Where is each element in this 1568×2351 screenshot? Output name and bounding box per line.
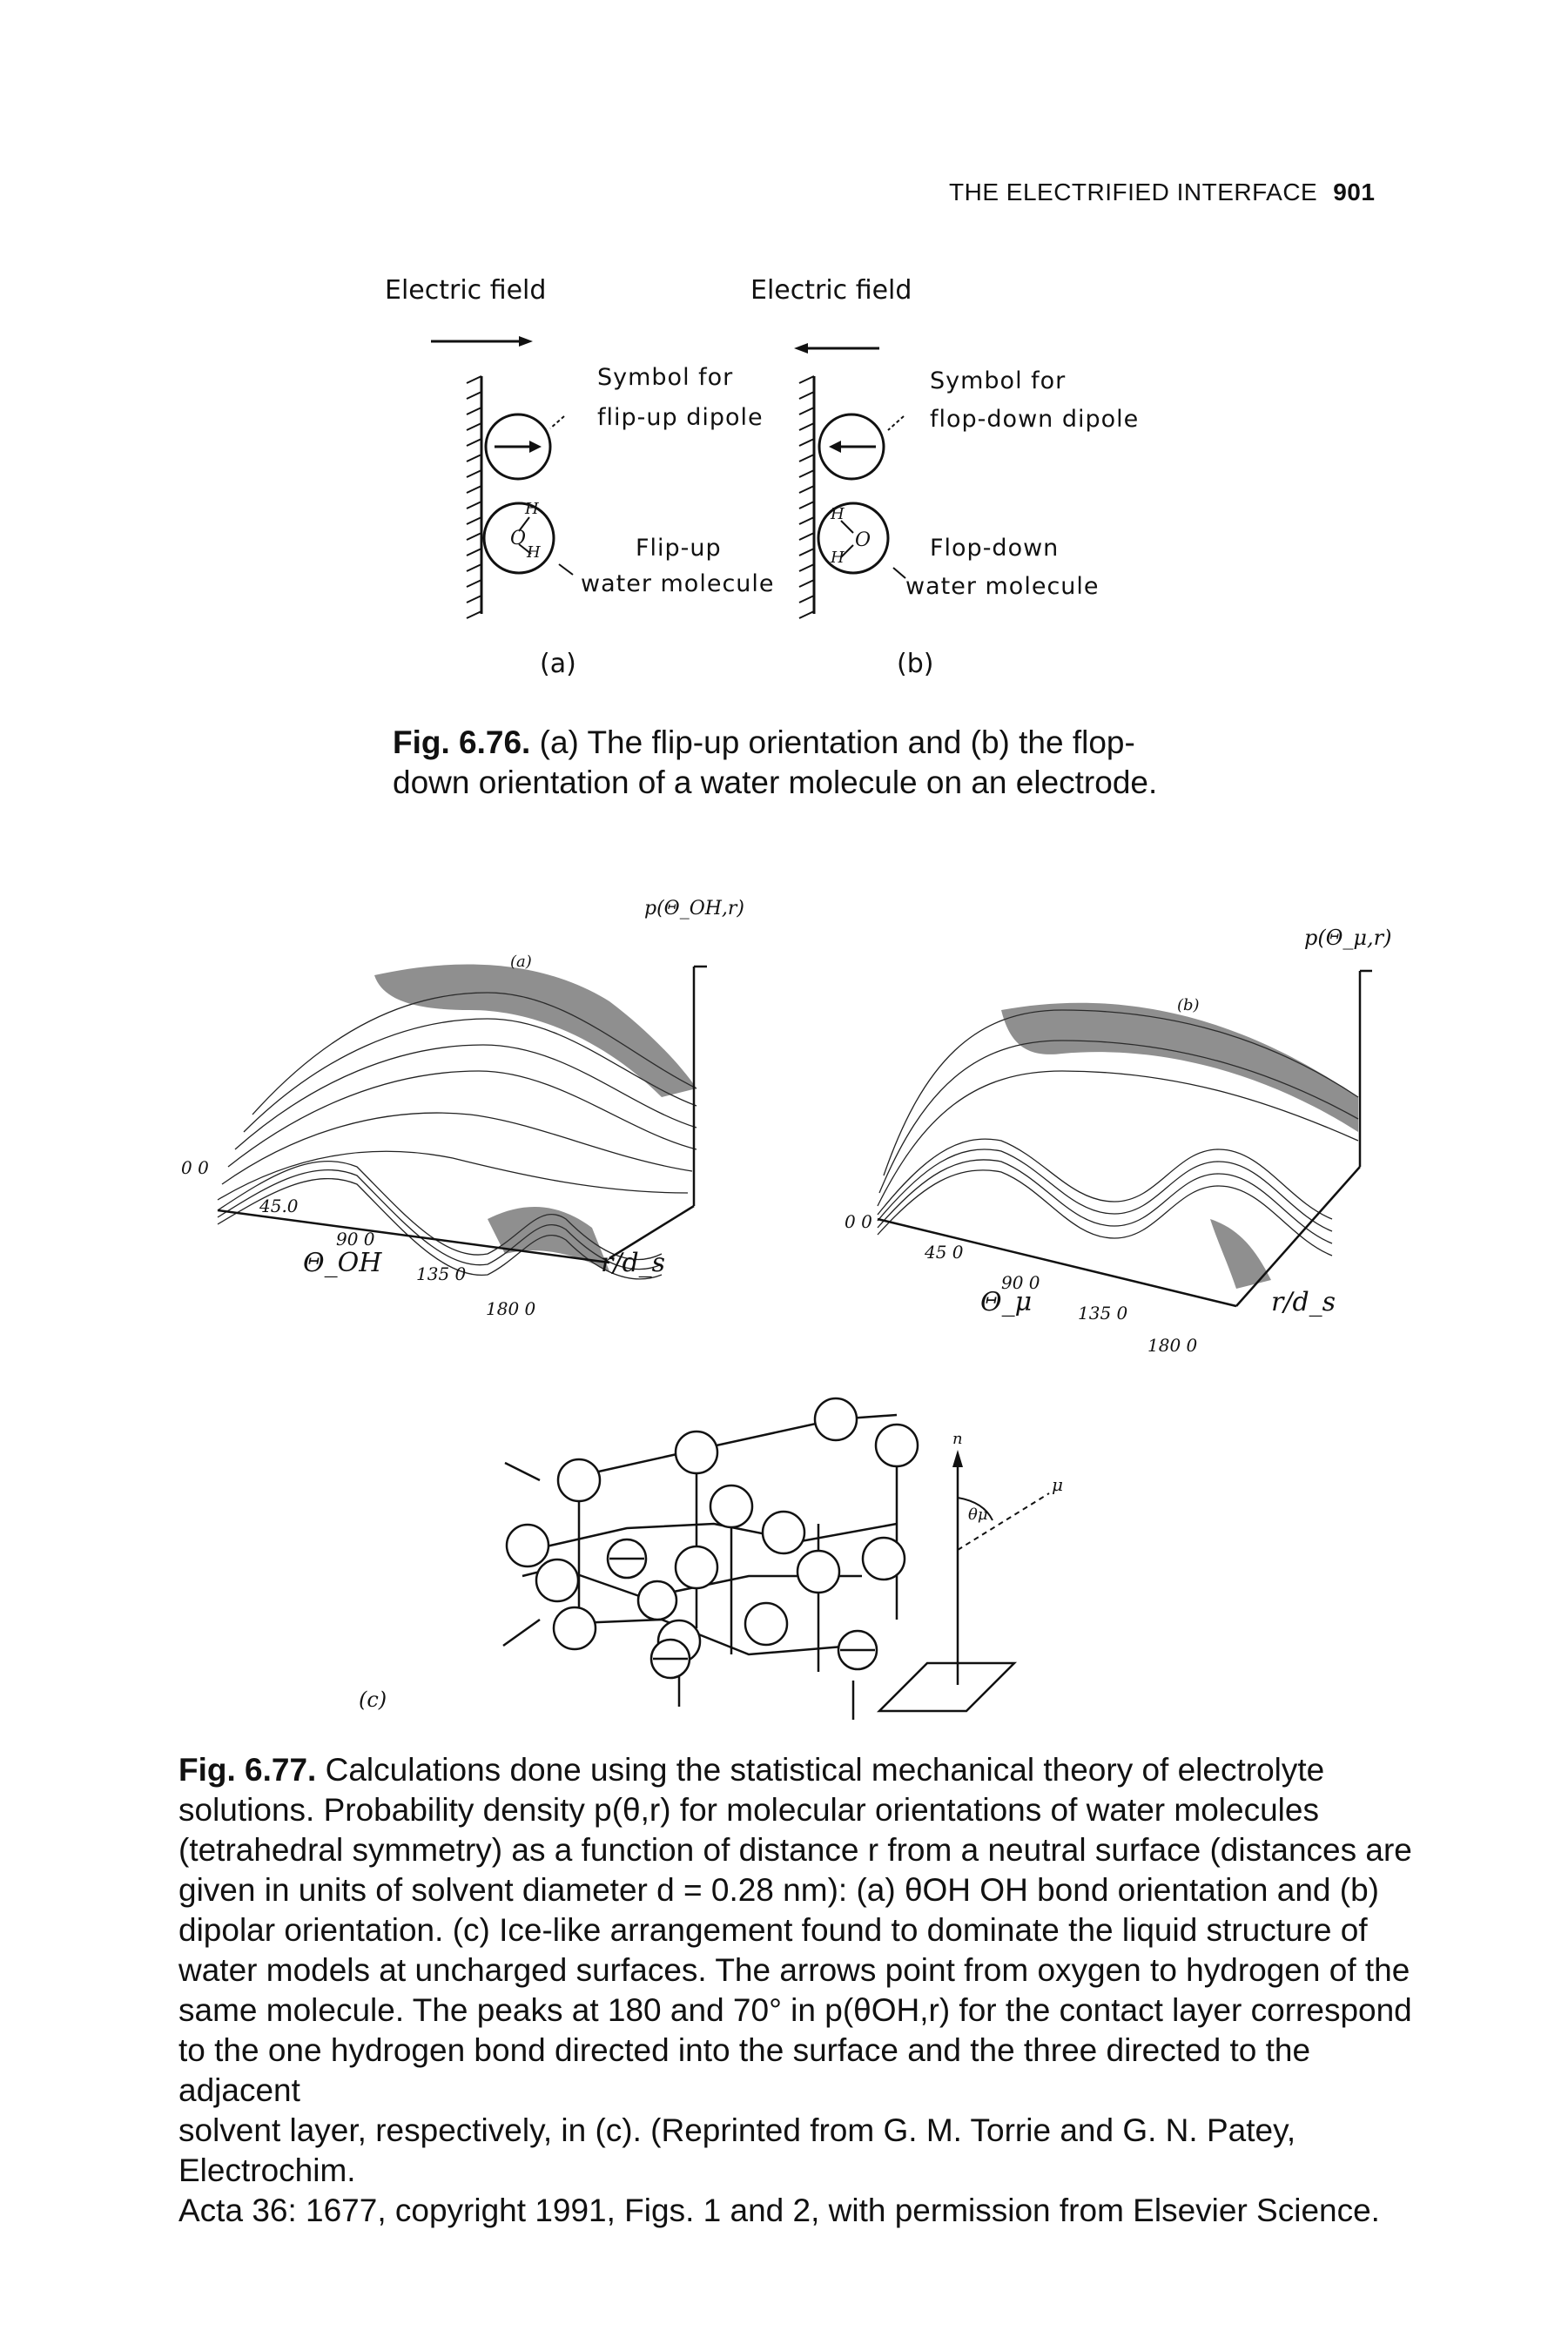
flip-up-symbol-label-2: flip-up dipole xyxy=(597,404,764,431)
caption-line: Acta 36: 1677, copyright 1991, Figs. 1 a… xyxy=(178,2193,1380,2228)
caption-line: (tetrahedral symmetry) as a function of … xyxy=(178,1832,1412,1868)
flip-up-symbol-label-1: Symbol for xyxy=(597,364,734,391)
theta-tick-a: 180 0 xyxy=(486,1298,536,1319)
svg-text:H: H xyxy=(830,505,845,523)
theta-ticks-a: 0 0 45.0 90 0 135 0 180 0 xyxy=(181,1157,536,1319)
caption-line: solvent layer, respectively, in (c). (Re… xyxy=(178,2112,1296,2188)
flip-up-dipole-icon xyxy=(484,413,552,481)
panel-label-a: (a) xyxy=(510,953,532,971)
fig-6-77-plot-a: 0 0 45.0 90 0 135 0 180 0 p(Θ_OH,r) (a) … xyxy=(181,898,744,1319)
electric-field-label-b: Electric field xyxy=(750,275,912,306)
caption-line: solutions. Probability density p(θ,r) fo… xyxy=(178,1792,1319,1828)
electrode-wall-b xyxy=(798,375,816,619)
panel-label-a: (a) xyxy=(540,649,576,679)
theta-axis-label-a: Θ_OH xyxy=(303,1248,382,1278)
r-axis-label-a: r/d_s xyxy=(601,1248,665,1278)
caption-line: Calculations done using the statistical … xyxy=(325,1752,1325,1788)
caption-line: given in units of solvent diameter d = 0… xyxy=(178,1872,1379,1908)
fig-6-77-lattice-c: n μ θμ (c) xyxy=(359,1397,1063,1720)
hydrogen-marked-atoms xyxy=(606,1538,878,1680)
caption-line: same molecule. The peaks at 180 and 70° … xyxy=(178,1992,1412,2028)
axes-b xyxy=(877,969,1372,1308)
caption-line: dipolar orientation. (c) Ice-like arrang… xyxy=(178,1912,1368,1948)
pointer-arrow-icon xyxy=(549,415,565,429)
fig-6-77-plot-b: 0 0 45 0 90 0 135 0 180 0 p(Θ_μ,r) (b) Θ… xyxy=(845,926,1391,1356)
caption-label: Fig. 6.77. xyxy=(178,1752,317,1788)
theta-tick-b: 180 0 xyxy=(1147,1335,1198,1356)
svg-text:n: n xyxy=(952,1430,963,1448)
theta-axis-label-b: Θ_μ xyxy=(980,1287,1032,1317)
field-arrow-left-icon xyxy=(794,343,879,354)
fig-6-76-caption: Fig. 6.76. (a) The flip-up orientation a… xyxy=(393,723,1263,803)
header-title: THE ELECTRIFIED INTERFACE xyxy=(949,179,1318,205)
flop-down-molecule-label-1: Flop-down xyxy=(930,535,1060,562)
flip-up-molecule-label-1: Flip-up xyxy=(636,535,722,562)
z-axis-label-a: p(Θ_OH,r) xyxy=(644,898,744,920)
pointer-line xyxy=(558,563,574,576)
svg-text:H: H xyxy=(830,549,845,567)
fig-6-76-drawing: O H H O H H xyxy=(431,336,906,619)
surface-fill-a xyxy=(374,964,697,1271)
svg-text:H: H xyxy=(524,500,539,518)
flip-up-molecule-label-2: water molecule xyxy=(581,570,775,597)
theta-ticks-b: 0 0 45 0 90 0 135 0 180 0 xyxy=(845,1211,1198,1356)
flop-down-dipole-icon xyxy=(818,413,885,481)
page-number: 901 xyxy=(1333,179,1376,205)
theta-tick-a: 90 0 xyxy=(336,1229,375,1250)
z-axis-label-b: p(Θ_μ,r) xyxy=(1304,926,1391,950)
caption-line: water models at uncharged surfaces. The … xyxy=(178,1952,1410,1988)
flop-down-molecule-label-2: water molecule xyxy=(905,573,1100,600)
theta-tick-a: 0 0 xyxy=(181,1157,209,1178)
caption-text-2: down orientation of a water molecule on … xyxy=(393,765,1158,800)
r-axis-label-b: r/d_s xyxy=(1271,1287,1336,1317)
theta-tick-a: 45.0 xyxy=(259,1196,299,1216)
svg-text:O: O xyxy=(855,529,871,551)
surface-normal-vector-icon: n μ θμ xyxy=(876,1430,1063,1713)
panel-label-c: (c) xyxy=(359,1687,387,1712)
panel-label-b: (b) xyxy=(897,649,934,679)
theta-tick-b: 90 0 xyxy=(1001,1272,1040,1293)
pointer-line xyxy=(892,567,906,579)
axes-a xyxy=(217,965,707,1264)
surface-fill-b xyxy=(1001,1002,1358,1289)
theta-tick-b: 135 0 xyxy=(1078,1303,1128,1324)
electric-field-label-a: Electric field xyxy=(385,275,547,306)
svg-text:H: H xyxy=(526,543,541,562)
svg-text:θμ: θμ xyxy=(968,1506,988,1524)
caption-line: to the one hydrogen bond directed into t… xyxy=(178,2032,1311,2108)
field-arrow-right-icon xyxy=(431,336,533,347)
flop-down-symbol-label-2: flop-down dipole xyxy=(930,406,1140,433)
electrode-wall-a xyxy=(466,375,483,619)
theta-tick-b: 45 0 xyxy=(924,1242,964,1263)
flip-up-water-molecule-icon: O H H xyxy=(482,500,555,575)
caption-text-1: (a) The flip-up orientation and (b) the … xyxy=(539,724,1135,760)
caption-label: Fig. 6.76. xyxy=(393,724,531,760)
theta-tick-a: 135 0 xyxy=(416,1263,467,1284)
svg-text:μ: μ xyxy=(1052,1474,1063,1495)
theta-tick-b: 0 0 xyxy=(845,1211,872,1232)
flop-down-symbol-label-1: Symbol for xyxy=(930,367,1067,394)
running-header: THE ELECTRIFIED INTERFACE 901 xyxy=(949,179,1437,206)
fig-6-77-caption: Fig. 6.77. Calculations done using the s… xyxy=(178,1750,1432,2231)
flop-down-water-molecule-icon: O H H xyxy=(817,502,890,575)
svg-text:O: O xyxy=(510,528,526,549)
panel-label-b: (b) xyxy=(1177,996,1200,1014)
